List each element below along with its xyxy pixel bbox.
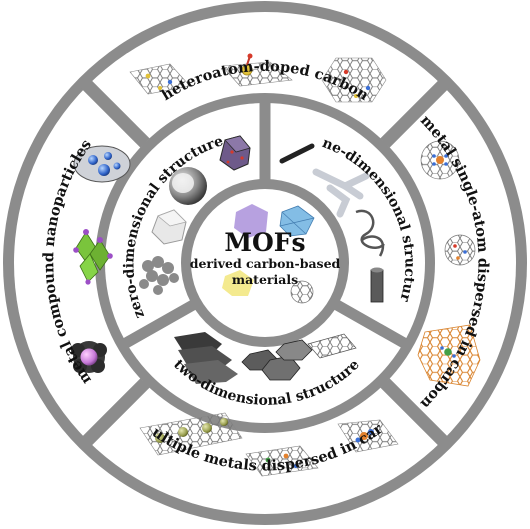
zero-d-dodecahedron (151, 209, 187, 245)
two-d-graphene-sheet (307, 333, 357, 359)
mof-framework-gray (290, 280, 314, 304)
one-d-branched-tubes (312, 168, 370, 218)
zero-d-porous-aggregate (139, 256, 179, 295)
single-atom-carbon-sheet-bottom (417, 324, 481, 387)
single-atom-cluster-middle (444, 234, 476, 266)
mof-crystal-blue (279, 205, 315, 237)
doped-graphene-sheet-left (129, 63, 191, 95)
zero-d-polyhedron (219, 135, 251, 171)
outer-illustrations (71, 53, 481, 477)
inner-illustrations (139, 135, 385, 384)
core-shell-nanoparticle (71, 341, 107, 373)
nanoparticle-carbon-shell (73, 145, 131, 183)
mof-crystal-purple (234, 204, 268, 238)
metal-oxide-octahedra (73, 229, 113, 285)
outer-dividers (81, 79, 449, 447)
single-atom-porphyrin-top (420, 140, 460, 180)
two-d-stacked-sheets (174, 332, 238, 384)
center-subtitle-line2: materials (232, 272, 298, 287)
center-subtitle-line1: derived carbon-based (190, 256, 341, 271)
center-title: MOFs (224, 228, 305, 257)
bimetal-graphene-sheet (245, 445, 319, 477)
bimetal-nanotube-sheet (139, 412, 243, 456)
one-d-nanorod (279, 143, 315, 164)
doped-graphene-sheet-middle (221, 53, 293, 87)
zero-d-hollow-sphere (169, 167, 207, 205)
one-d-tangled-fibers (355, 209, 385, 257)
bimetal-cluster-sheet (337, 419, 399, 453)
mof-crystal-yellow (222, 270, 254, 296)
two-d-hexagonal-plates (241, 339, 313, 381)
doped-graphene-sheet-right (321, 57, 387, 103)
one-d-nanotube (370, 267, 384, 303)
inner-dividers (123, 102, 407, 348)
center-illustrations (222, 204, 315, 304)
